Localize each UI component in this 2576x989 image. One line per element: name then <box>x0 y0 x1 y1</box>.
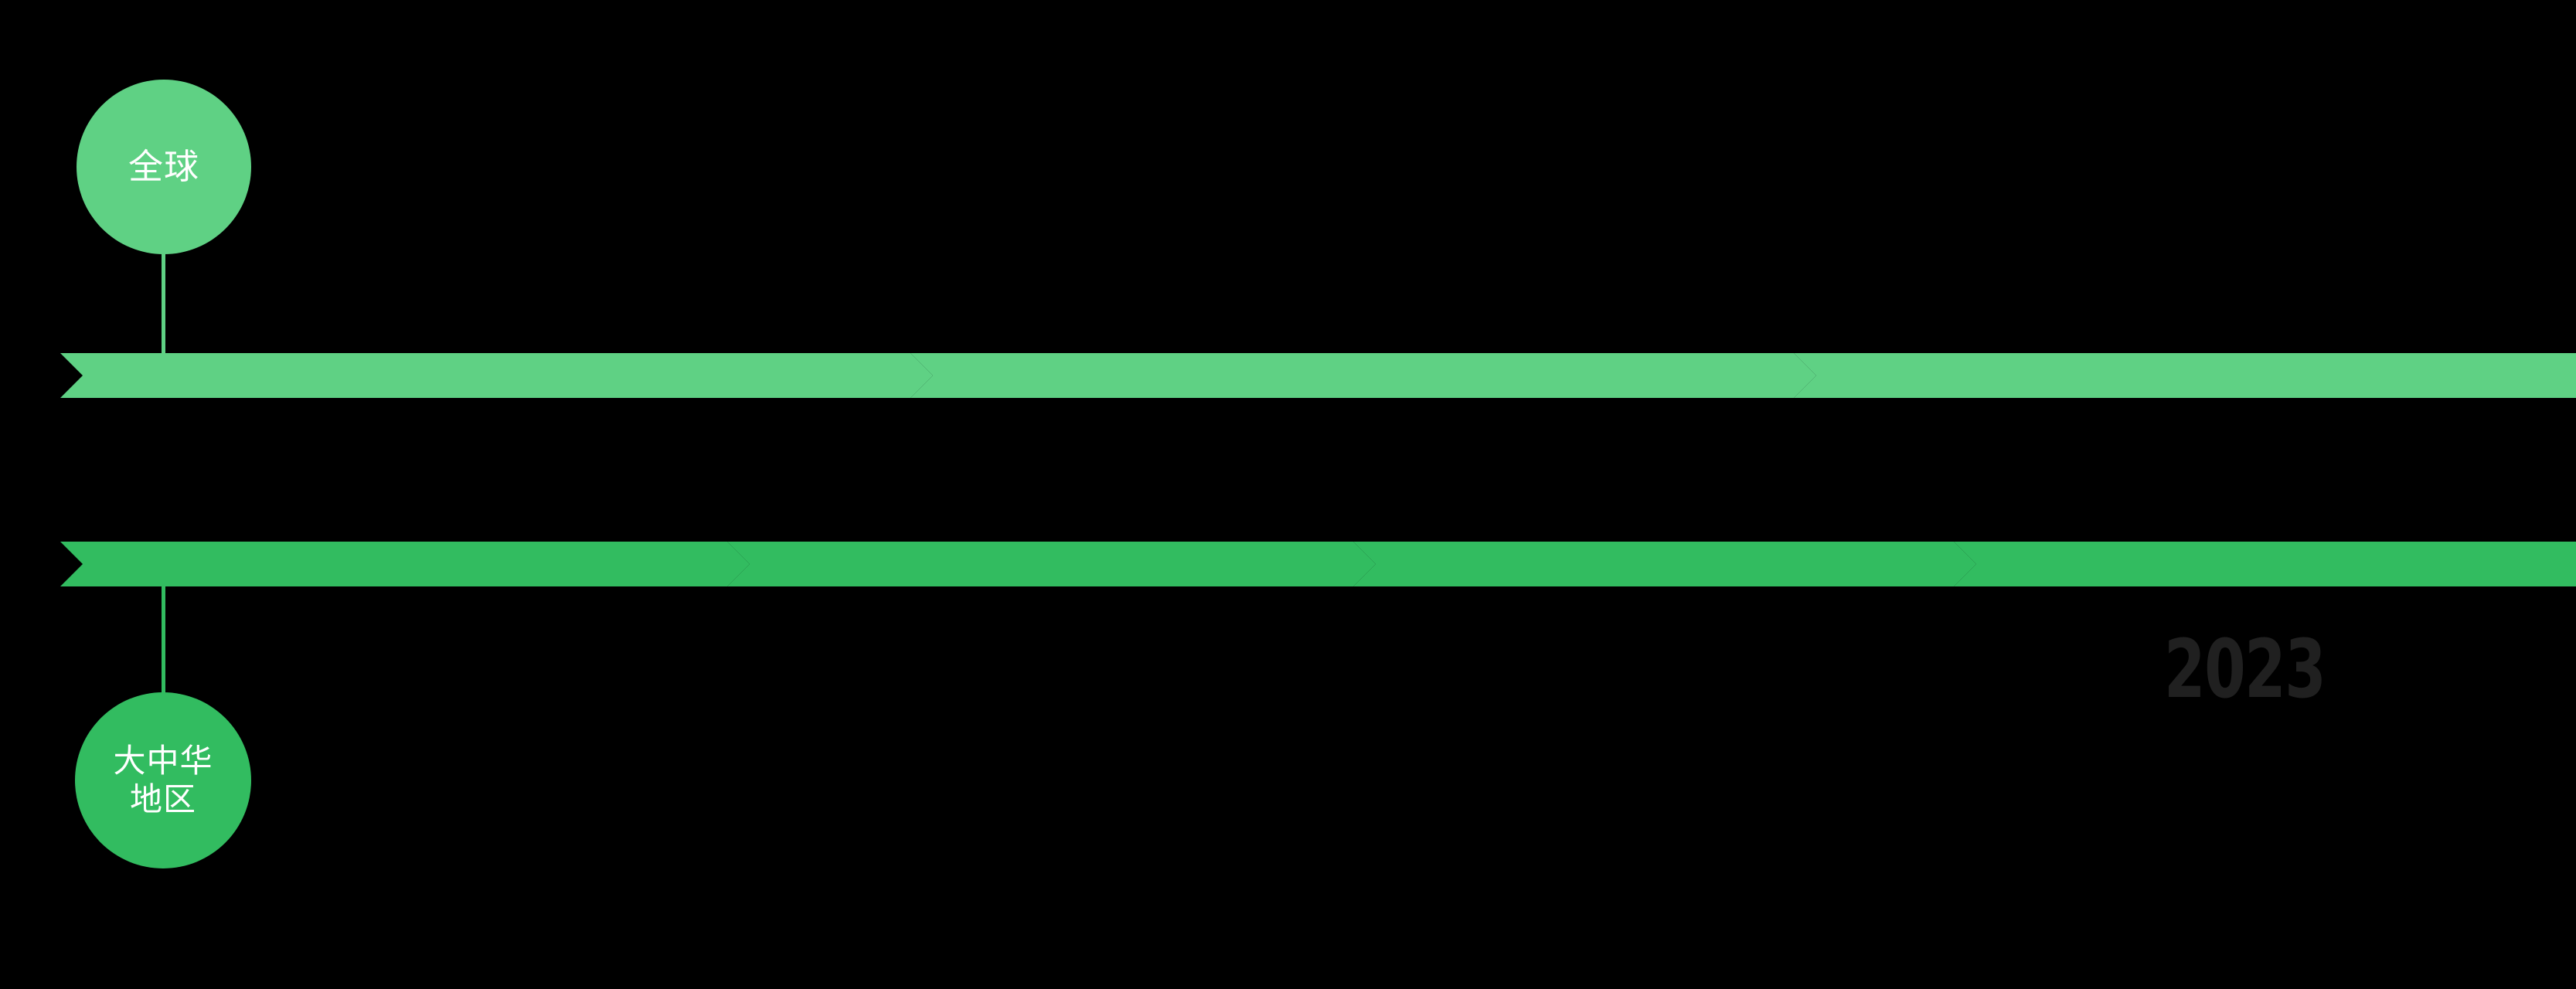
connector-stem-global <box>162 246 165 355</box>
timeline-segment-global-2[interactable] <box>910 353 1816 398</box>
node-circle-greater-china[interactable]: 大中华 地区 <box>75 692 251 868</box>
timeline-segment-greater-china-4[interactable] <box>1954 542 2576 586</box>
timeline-segment-global-3[interactable] <box>1794 353 2576 398</box>
node-circle-global[interactable]: 全球 <box>77 80 251 254</box>
node-label-greater-china: 大中华 地区 <box>113 743 213 817</box>
year-watermark-2023: 2023 <box>2164 622 2326 716</box>
node-label-global: 全球 <box>128 147 199 187</box>
connector-stem-greater-china <box>162 585 165 697</box>
timeline-segment-global-1[interactable] <box>60 353 933 398</box>
timeline-segment-greater-china-3[interactable] <box>1353 542 1976 586</box>
timeline-segment-greater-china-2[interactable] <box>727 542 1376 586</box>
timeline-segment-greater-china-1[interactable] <box>60 542 750 586</box>
